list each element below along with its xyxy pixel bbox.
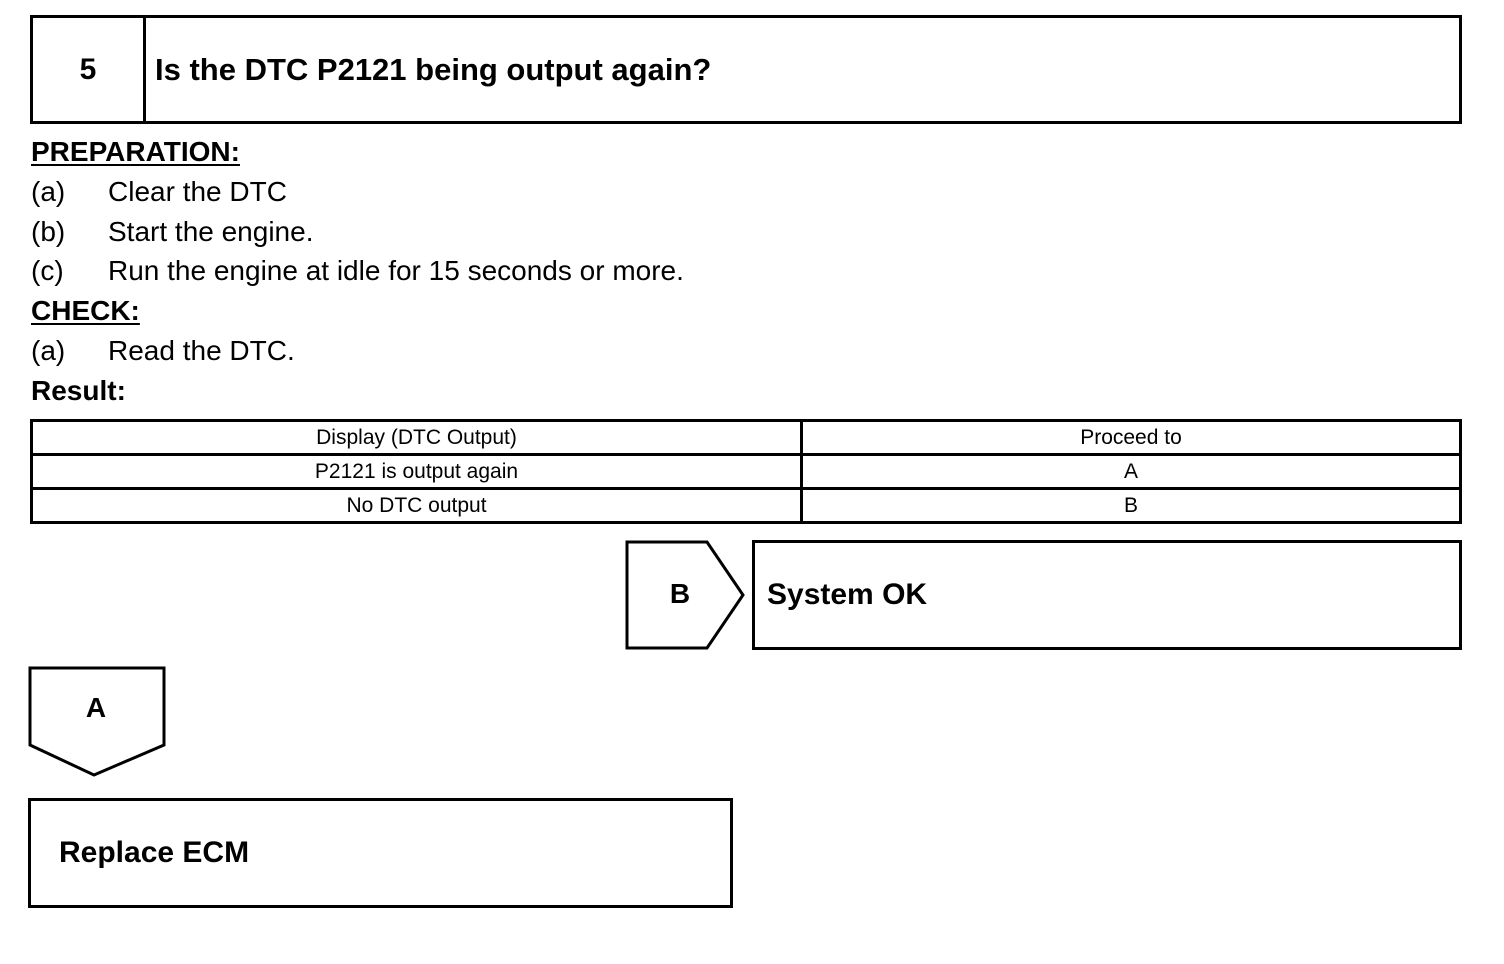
item-text: Clear the DTC [108, 176, 287, 207]
preparation-heading: PREPARATION: [31, 136, 240, 167]
step-question: Is the DTC P2121 being output again? [155, 51, 712, 87]
table-header-row: Display (DTC Output) Proceed to [30, 419, 1462, 456]
replace-ecm-box: Replace ECM [28, 798, 733, 908]
item-label: (b) [31, 216, 66, 247]
table-row: P2121 is output again A [30, 453, 1462, 490]
column-header: Proceed to [800, 419, 1462, 456]
branch-a-label: A [85, 692, 107, 723]
result-heading: Result: [31, 375, 126, 406]
item-label: (a) [31, 176, 66, 207]
preparation-item: (b) Start the engine. [31, 216, 313, 248]
system-ok-text: System OK [767, 578, 928, 611]
preparation-item: (c) Run the engine at idle for 15 seconds… [31, 255, 684, 287]
system-ok-box: System OK [752, 540, 1462, 650]
check-heading: CHECK: [31, 295, 140, 326]
item-text: Start the engine. [108, 216, 314, 247]
table-cell: B [800, 487, 1462, 524]
item-label: (c) [31, 255, 64, 286]
branch-a-arrow-icon [28, 666, 166, 777]
item-text: Read the DTC. [108, 335, 295, 366]
table-cell: A [800, 453, 1462, 490]
item-text: Run the engine at idle for 15 seconds or… [108, 255, 684, 286]
step-header: 5 Is the DTC P2121 being output again? [30, 15, 1462, 124]
branch-b-label: B [669, 578, 691, 609]
item-label: (a) [31, 335, 66, 366]
step-number: 5 [33, 18, 146, 121]
check-item: (a) Read the DTC. [31, 335, 295, 367]
table-row: No DTC output B [30, 487, 1462, 524]
column-header: Display (DTC Output) [30, 419, 803, 456]
branch-b-arrow-icon [625, 540, 745, 650]
table-cell: P2121 is output again [30, 453, 803, 490]
result-table: Display (DTC Output) Proceed to P2121 is… [30, 419, 1462, 524]
preparation-item: (a) Clear the DTC [31, 176, 287, 208]
replace-ecm-text: Replace ECM [59, 836, 250, 869]
table-cell: No DTC output [30, 487, 803, 524]
